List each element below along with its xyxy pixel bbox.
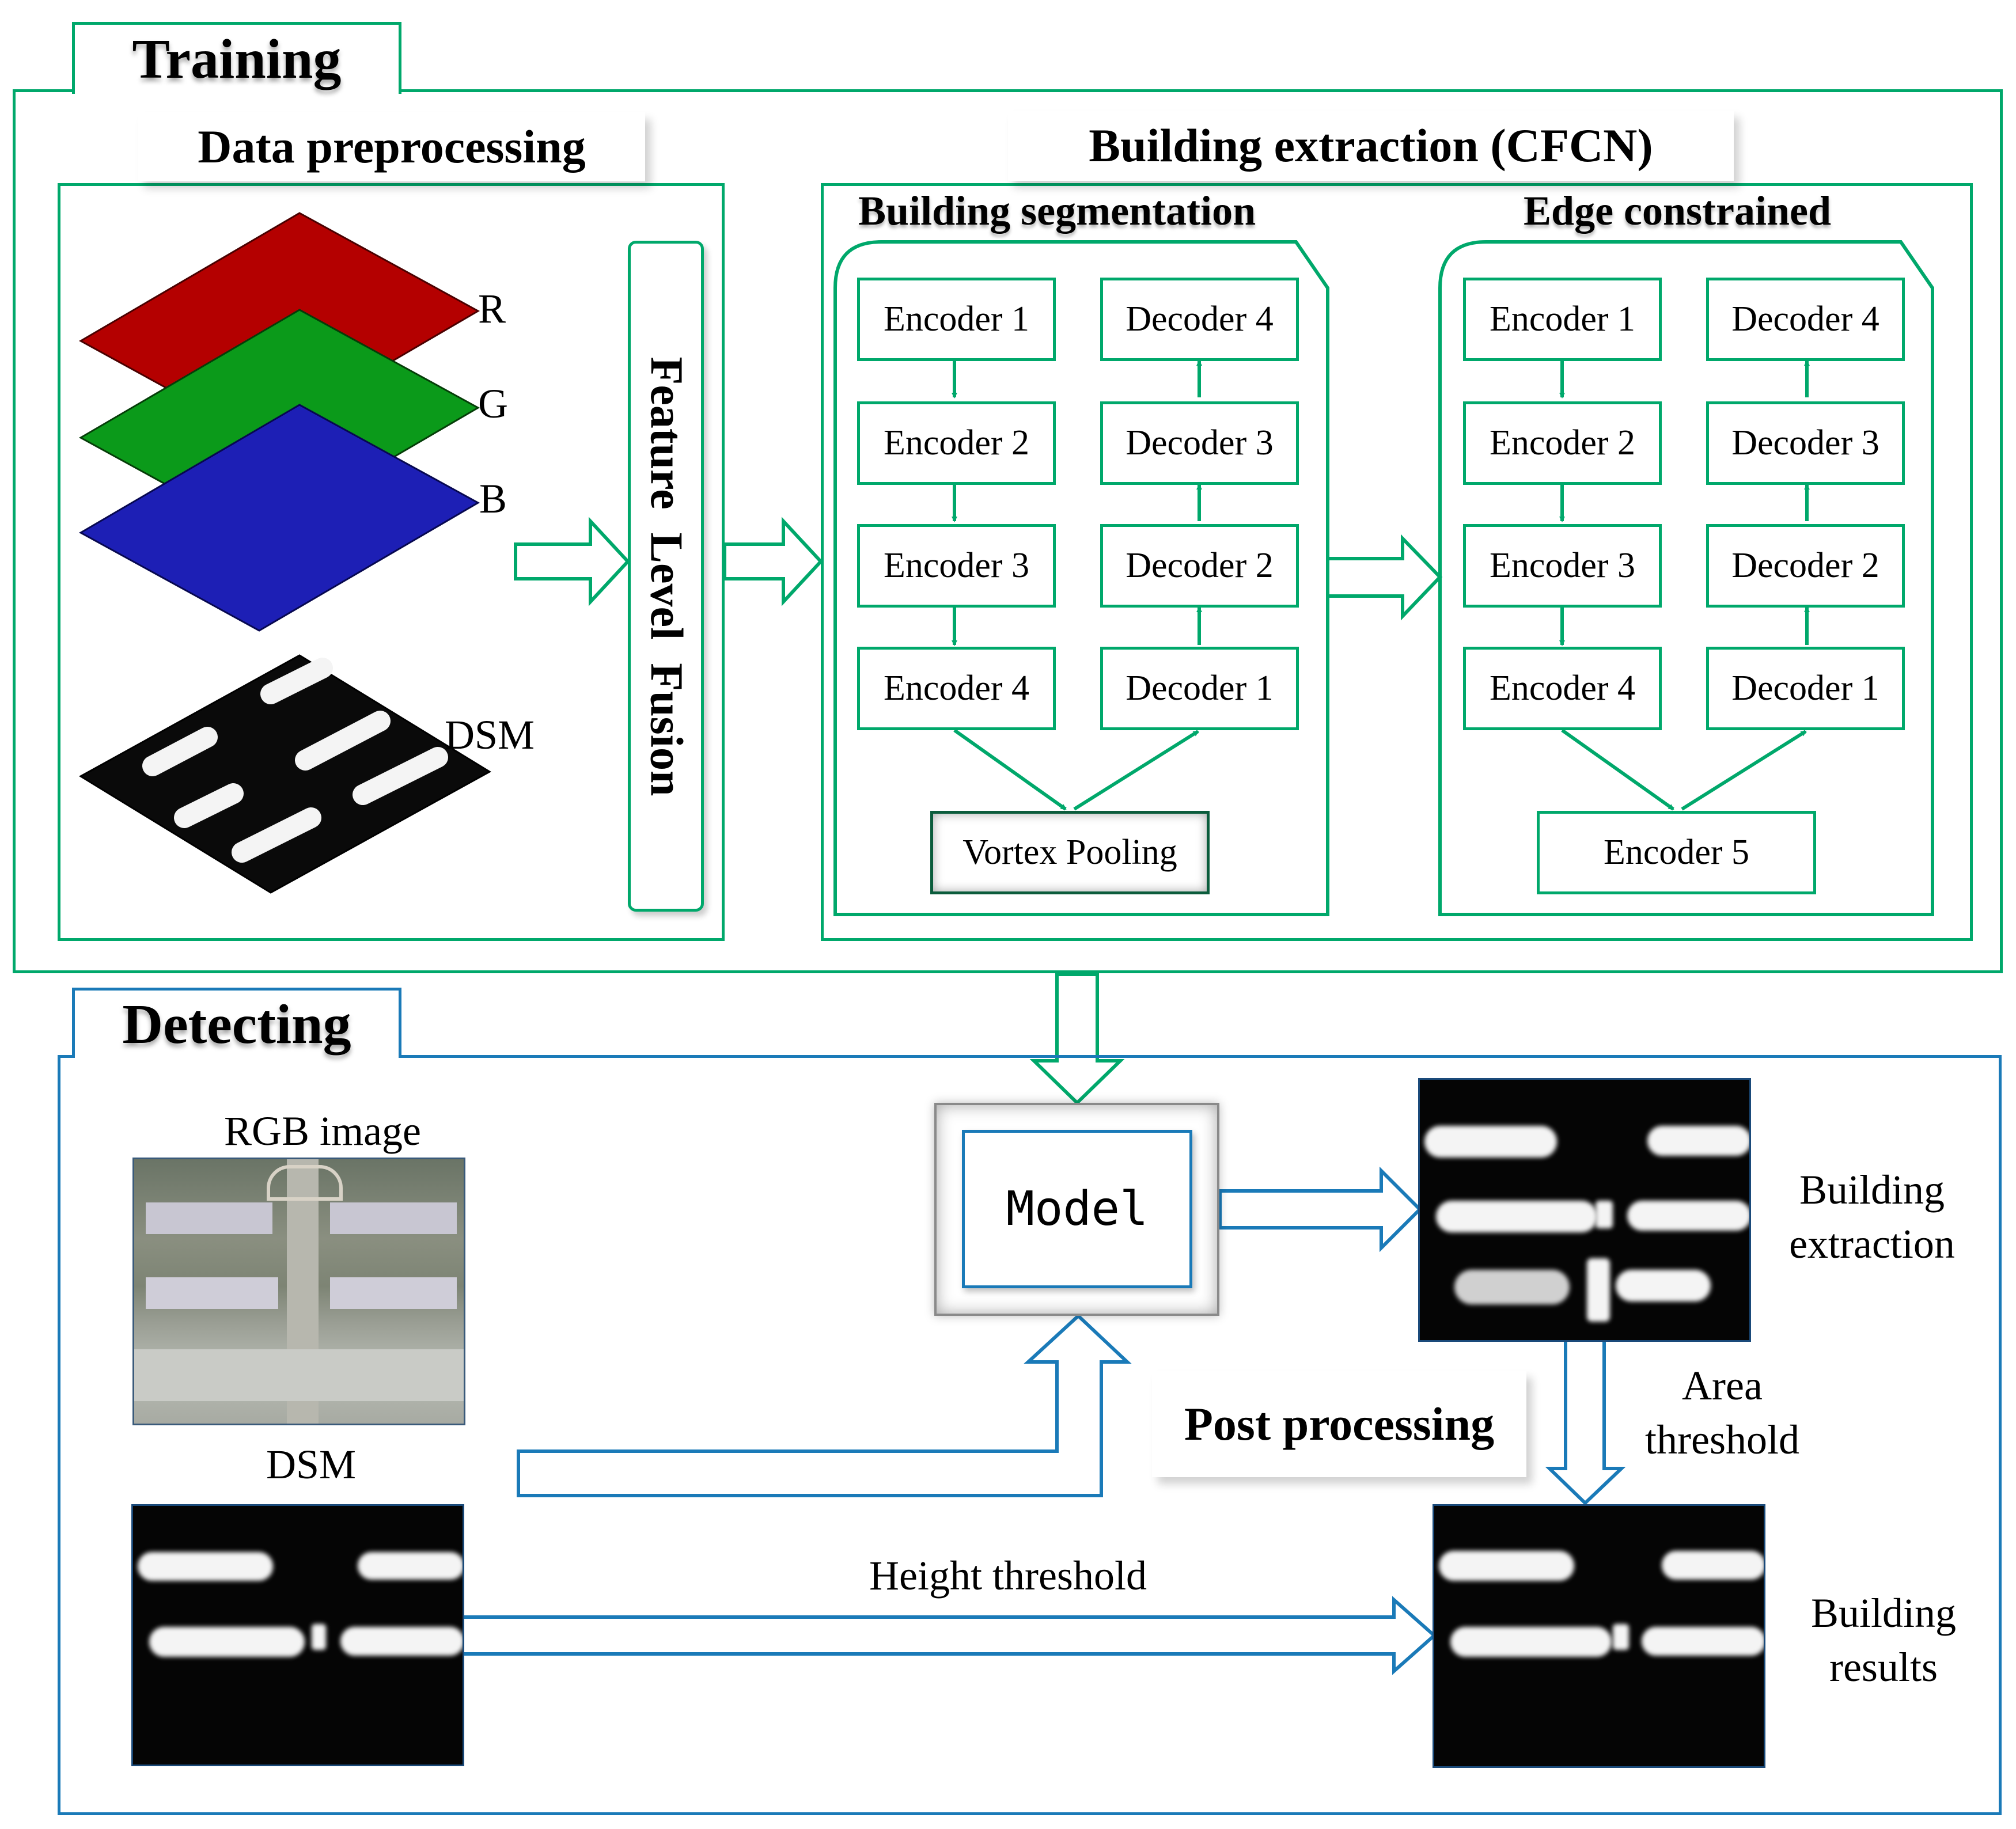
layer-b-label: B <box>479 476 507 522</box>
hollow-arrow-model-to-extraction <box>1218 1166 1423 1253</box>
seg-encoder-3: Encoder 3 <box>857 524 1056 608</box>
building-results-label: Building results <box>1810 1590 1957 1690</box>
building-extraction-image <box>1418 1078 1751 1342</box>
result-blob-3 <box>1450 1627 1612 1657</box>
edge-encoder-4: Encoder 4 <box>1463 647 1662 730</box>
feature-fusion-box: Feature Level Fusion <box>628 241 704 912</box>
rgb-image <box>132 1158 465 1425</box>
edge-encoder-2: Encoder 2 <box>1463 401 1662 485</box>
dsm-blob-5 <box>340 1627 463 1656</box>
segmentation-title: Building segmentation <box>858 188 1256 234</box>
extract-blob-3 <box>1436 1201 1597 1232</box>
training-panel <box>13 89 2003 973</box>
result-blob-1 <box>1439 1551 1574 1581</box>
rgb-building-row-3 <box>146 1277 278 1309</box>
edge-decoder-3: Decoder 3 <box>1706 401 1905 485</box>
seg-arrows <box>952 360 1202 811</box>
dsm-building-blobs <box>142 658 448 863</box>
seg-decoder-1: Decoder 1 <box>1100 647 1299 730</box>
extract-blob-2 <box>1647 1126 1749 1156</box>
post-processing-title: Post processing <box>1152 1371 1526 1477</box>
layer-r-label: R <box>478 286 506 332</box>
result-blob-2 <box>1662 1551 1764 1580</box>
dsm-blob-3 <box>149 1627 305 1657</box>
seg-decoder-2: Decoder 2 <box>1100 524 1299 608</box>
rgb-building-row-1 <box>146 1202 272 1234</box>
extract-blob-1 <box>1424 1126 1557 1158</box>
extract-blob-8 <box>1616 1270 1711 1301</box>
layer-g-label: G <box>478 381 508 427</box>
edge-encoder-1: Encoder 1 <box>1463 278 1662 361</box>
hollow-arrow-training-to-model <box>1029 973 1125 1106</box>
cfcn-title: Building extraction (CFCN) <box>1008 111 1734 181</box>
extract-blob-7 <box>1587 1258 1610 1322</box>
result-blob-4 <box>1613 1624 1629 1650</box>
seg-encoder-2: Encoder 2 <box>857 401 1056 485</box>
seg-encoder-4: Encoder 4 <box>857 647 1056 730</box>
hollow-arrow-to-cfcn <box>723 517 824 606</box>
training-tab: Training <box>72 22 401 94</box>
detecting-tab: Detecting <box>72 988 401 1058</box>
preprocessing-title: Data preprocessing <box>138 112 645 181</box>
seg-decoder-3: Decoder 3 <box>1100 401 1299 485</box>
area-threshold-label: Area threshold <box>1645 1363 1799 1463</box>
dsm-image <box>131 1504 464 1766</box>
building-extraction-label: Building extraction <box>1789 1167 1955 1267</box>
edge-decoder-4: Decoder 4 <box>1706 278 1905 361</box>
rgb-image-label: RGB image <box>224 1108 421 1154</box>
extract-blob-6 <box>1454 1270 1570 1304</box>
edge-encoder-5-node: Encoder 5 <box>1537 811 1816 894</box>
hollow-arrow-seg-to-edge <box>1326 534 1443 621</box>
building-results-image <box>1433 1504 1765 1768</box>
result-blob-5 <box>1642 1627 1764 1656</box>
edge-arrows <box>1559 360 1810 811</box>
dsm-blob-4 <box>312 1624 326 1650</box>
layer-dsm-label: DSM <box>445 712 535 758</box>
extract-blob-5 <box>1627 1201 1749 1231</box>
hollow-arrow-to-fusion <box>514 517 631 606</box>
dsm-image-label: DSM <box>266 1441 357 1488</box>
rgb-plaza <box>267 1165 343 1201</box>
dsm-blob-1 <box>138 1552 273 1581</box>
detecting-title: Detecting <box>122 993 351 1056</box>
edge-title: Edge constrained <box>1524 188 1832 234</box>
edge-decoder-2: Decoder 2 <box>1706 524 1905 608</box>
extract-blob-4 <box>1596 1201 1613 1228</box>
model-box: Model <box>962 1130 1192 1288</box>
preprocessing-panel <box>58 183 725 941</box>
hollow-arrow-dsm-to-model <box>517 1313 1132 1497</box>
hollow-arrow-extraction-to-results <box>1545 1342 1626 1506</box>
training-title: Training <box>132 28 342 90</box>
seg-decoder-4: Decoder 4 <box>1100 278 1299 361</box>
rgb-road-horizontal <box>134 1349 464 1401</box>
dsm-blob-2 <box>358 1552 463 1580</box>
height-threshold-label: Height threshold <box>869 1553 1147 1599</box>
edge-encoder-3: Encoder 3 <box>1463 524 1662 608</box>
cfcn-panel <box>821 183 1973 941</box>
rgb-building-row-4 <box>330 1277 457 1309</box>
blue-band-layer <box>78 404 480 632</box>
seg-encoder-1: Encoder 1 <box>857 278 1056 361</box>
rgb-building-row-2 <box>330 1202 457 1234</box>
vortex-pooling-node: Vortex Pooling <box>930 811 1210 894</box>
edge-decoder-1: Decoder 1 <box>1706 647 1905 730</box>
detecting-panel <box>58 1055 2002 1815</box>
model-label: Model <box>1006 1182 1149 1236</box>
